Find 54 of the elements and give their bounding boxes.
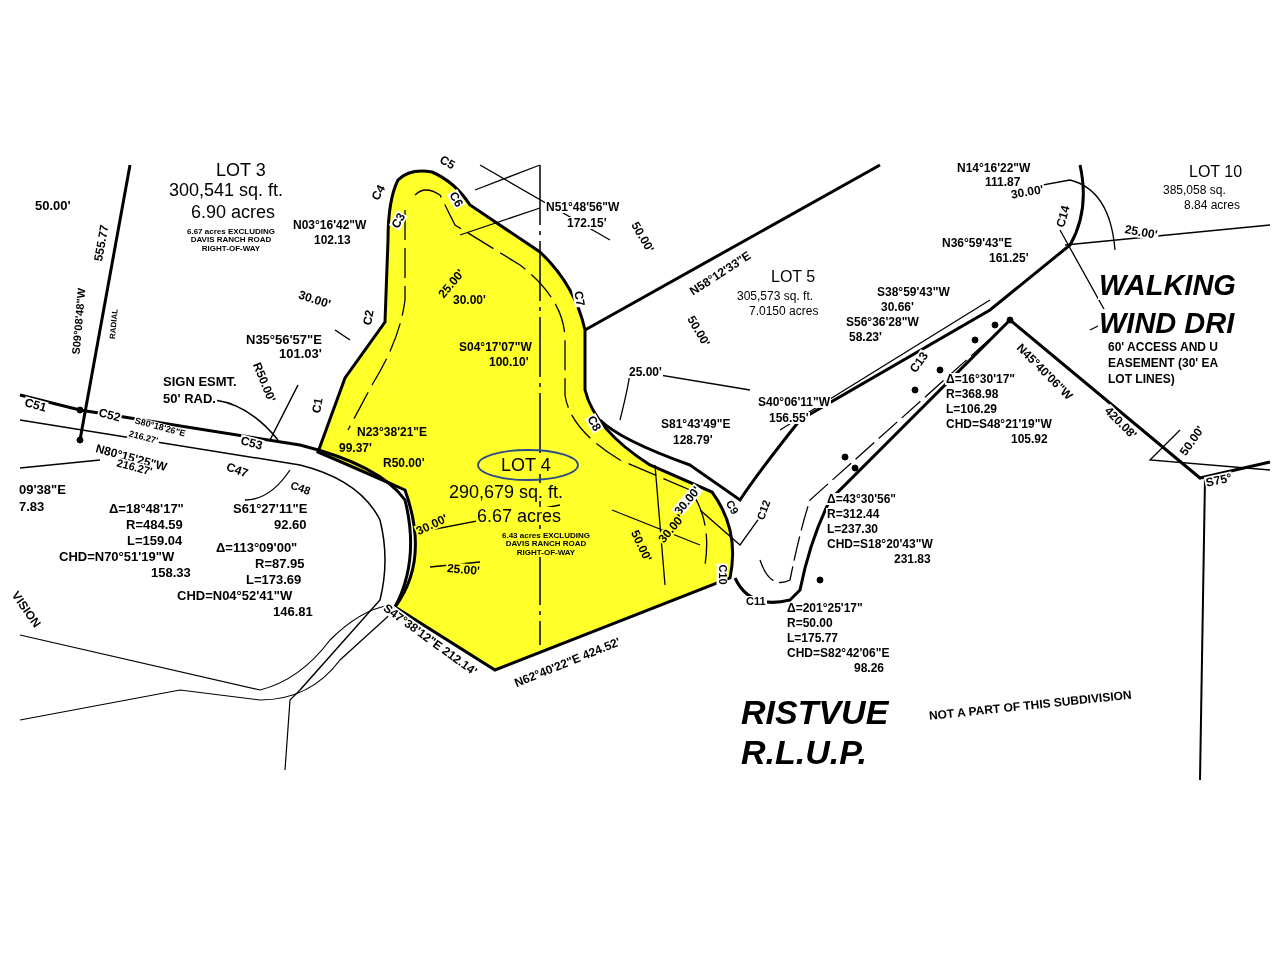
dimension-label: S81°43'49"E: [660, 418, 732, 430]
dimension-label: 161.25': [988, 252, 1030, 264]
lot-label: LOT 3: [215, 161, 267, 179]
dimension-label: 100.10': [488, 356, 530, 368]
dimension-label: Δ=43°30'56": [826, 493, 898, 505]
dimension-label: CHD=S48°21'19"W: [945, 418, 1053, 430]
curve-label: C10: [716, 563, 728, 586]
dimension-label: 58.23': [848, 331, 883, 343]
dimension-label: 25.00': [628, 366, 663, 378]
dimension-label: N03°16'42"W: [292, 219, 368, 231]
dimension-label: R=368.98: [945, 388, 1000, 400]
dimension-label: S38°59'43"W: [876, 286, 951, 298]
dimension-label: 60' ACCESS AND U: [1107, 341, 1219, 353]
dimension-label: LOT LINES): [1107, 373, 1176, 385]
lot-label: 8.84 acres: [1183, 199, 1242, 211]
dimension-label: RADIAL: [109, 307, 120, 341]
dimension-label: 172.15': [566, 217, 608, 229]
dimension-label: 231.83: [893, 553, 932, 565]
dimension-label: R50.00': [382, 457, 426, 469]
dimension-label: R=50.00: [786, 617, 834, 629]
dimension-label: N23°38'21"E: [356, 426, 429, 438]
dimension-label: 99.37': [338, 442, 373, 454]
lot-label: LOT 4: [500, 456, 552, 474]
lot-label: 7.0150 acres: [748, 305, 820, 317]
lot-label: 290,679 sq. ft.: [448, 483, 565, 501]
lot-label: 300,541 sq. ft.: [168, 181, 285, 199]
dimension-label: N51°48'56"W: [545, 201, 621, 213]
curve-label: C11: [745, 595, 767, 607]
dimension-label: L=106.29: [945, 403, 999, 415]
dimension-label: S56°36'28"W: [845, 316, 920, 328]
dimension-label: Δ=16°30'17": [945, 373, 1017, 385]
dimension-label: 98.26: [853, 662, 886, 674]
dimension-label: 102.13: [313, 234, 352, 246]
dimension-label: L=175.77: [786, 632, 840, 644]
lot-label: LOT 5: [770, 269, 817, 285]
dimension-label: 128.79': [672, 434, 714, 446]
dimension-label: 30.66': [880, 301, 915, 313]
lot-label: 6.67 acres: [476, 507, 563, 525]
dimension-label: S04°17'07"W: [458, 341, 533, 353]
lot-label: 6.90 acres: [190, 203, 277, 221]
dimension-label: 156.55': [768, 412, 810, 424]
dimension-label: EASEMENT (30' EA: [1107, 357, 1220, 369]
dimension-label: 111.87: [984, 176, 1022, 188]
dimension-label: S40°06'11"W: [757, 396, 832, 408]
dimension-label: CHD=S82°42'06"E: [786, 647, 891, 659]
dimension-label: R=312.44: [826, 508, 881, 520]
dimension-label: L=237.30: [826, 523, 880, 535]
lot-label: LOT 10: [1188, 164, 1244, 180]
dimension-label: N36°59'43"E: [941, 237, 1014, 249]
lot-label: 385,058 sq.: [1162, 184, 1227, 196]
dimension-label: CHD=S18°20'43"W: [826, 538, 934, 550]
dimension-label: N14°16'22"W: [956, 162, 1032, 174]
dimension-label: 105.92: [1010, 433, 1049, 445]
dimension-label: Δ=201°25'17": [786, 602, 864, 614]
